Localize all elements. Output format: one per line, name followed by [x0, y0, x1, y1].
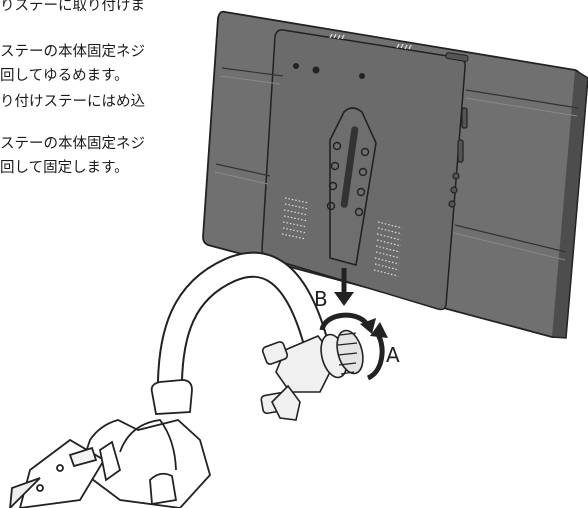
instruction-step-3: り付けステーにはめ込 — [0, 90, 200, 114]
instruction-line: り付けステーにはめ込 — [0, 94, 145, 110]
label-a: A — [386, 343, 400, 367]
instruction-line: 回してゆるめます。 — [0, 68, 129, 84]
arrow-down-icon — [334, 268, 354, 306]
label-b: B — [314, 287, 328, 311]
instruction-line: 回して固定します。 — [0, 160, 129, 176]
instruction-step-2: ステーの本体固定ネジ 回してゆるめます。 — [0, 40, 200, 88]
instruction-line: ステーの本体固定ネジ — [0, 136, 145, 152]
rotate-arrow-icon — [319, 312, 376, 334]
mount-joint — [260, 329, 364, 421]
monitor — [202, 10, 588, 339]
rotate-arrow-icon — [366, 322, 388, 381]
instruction-step-1: りステーに取り付けま — [0, 0, 200, 18]
instruction-line: ステーの本体固定ネジ — [0, 44, 145, 60]
gooseneck-arm — [156, 251, 328, 413]
instruction-step-4: ステーの本体固定ネジ 回して固定します。 — [0, 132, 200, 180]
instruction-line: りステーに取り付けま — [0, 0, 145, 14]
base-clamp — [9, 379, 212, 508]
instruction-text: りステーに取り付けま ステーの本体固定ネジ 回してゆるめます。 り付けステーには… — [0, 0, 200, 192]
